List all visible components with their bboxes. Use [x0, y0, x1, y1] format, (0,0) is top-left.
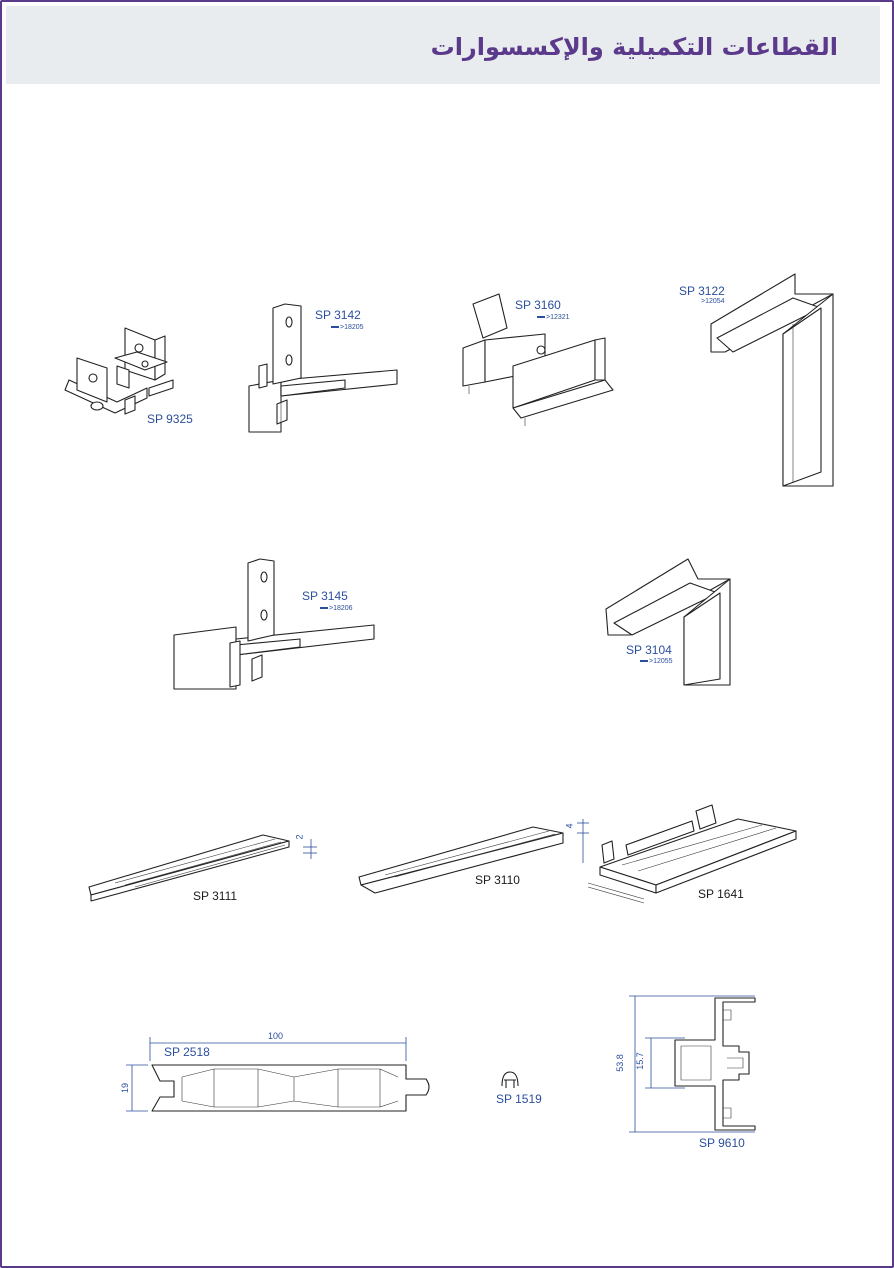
sp3110-drawing — [358, 819, 589, 894]
part-sp3160: SP 3160 >12321 — [455, 290, 625, 430]
sp3111-drawing — [88, 834, 317, 902]
sp3122-drawing — [710, 273, 834, 487]
part-sp3142: SP 3142 >18205 — [245, 300, 405, 435]
sp3145-drawing — [173, 558, 375, 690]
sp3111-dim: 2 — [294, 834, 305, 840]
part-sp3122: SP 3122 >12054 — [675, 268, 845, 493]
sp9325-drawing — [64, 327, 174, 415]
sp3110-dim: 4 — [564, 823, 575, 829]
part-sp2518: 100 19 SP 2518 — [118, 1025, 438, 1125]
page-title: القطاعات التكميلية والإكسسوارات — [430, 33, 838, 61]
sp3104-ref: >12055 — [640, 658, 673, 665]
part-sp9610: 53.8 15.7 SP 9610 — [615, 990, 775, 1150]
sp2518-code: SP 2518 — [164, 1045, 210, 1059]
sp3160-ref: >12321 — [537, 314, 570, 321]
sp3110-code: SP 3110 — [475, 873, 520, 887]
sp3142-code: SP 3142 — [315, 308, 361, 322]
sp2518-drawing — [126, 1037, 430, 1112]
sp9610-code: SP 9610 — [699, 1136, 745, 1150]
part-sp9325: SP 9325 — [55, 318, 195, 428]
part-sp1519: SP 1519 — [492, 1066, 542, 1116]
sp1641-code: SP 1641 — [698, 887, 744, 901]
sp3104-code: SP 3104 — [626, 643, 672, 657]
sp3104-drawing — [605, 558, 731, 686]
sp2518-height-dim: 19 — [120, 1082, 131, 1094]
sp3145-code: SP 3145 — [302, 589, 348, 603]
sp3122-code: SP 3122 — [679, 284, 725, 298]
sp9610-total-height: 53.8 — [614, 1054, 625, 1072]
sp3142-drawing — [248, 303, 398, 433]
sp3160-code: SP 3160 — [515, 298, 561, 312]
part-sp1641: SP 1641 — [582, 804, 807, 905]
sp1519-code: SP 1519 — [496, 1092, 542, 1106]
sp2518-width-dim: 100 — [268, 1031, 284, 1041]
sp3122-ref: >12054 — [701, 298, 725, 305]
sp1519-drawing — [501, 1071, 519, 1088]
page-header: القطاعات التكميلية والإكسسوارات — [6, 6, 880, 84]
sp3145-ref: >18206 — [320, 605, 353, 612]
part-sp3145: SP 3145 >18206 — [170, 555, 380, 695]
part-sp3110: SP 3110 4 — [355, 815, 590, 900]
sp9610-drawing — [629, 995, 756, 1133]
sp3142-ref: >18205 — [331, 324, 364, 331]
sp9610-inner-height: 15.7 — [634, 1052, 645, 1070]
sp9325-code: SP 9325 — [147, 412, 193, 426]
sp1641-drawing — [587, 804, 797, 904]
sp3111-code: SP 3111 — [193, 889, 238, 903]
part-sp3104: SP 3104 >12055 — [600, 555, 740, 690]
sp3160-drawing — [462, 293, 614, 426]
part-sp3111: SP 3111 2 — [85, 825, 330, 910]
